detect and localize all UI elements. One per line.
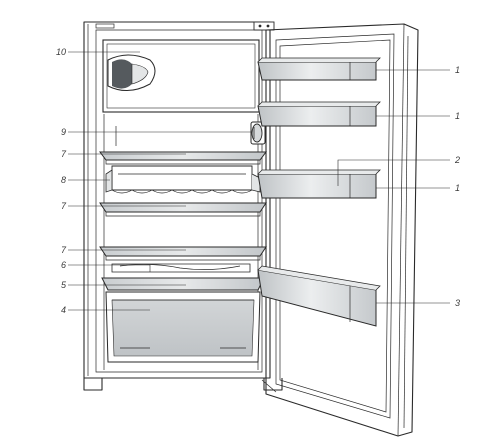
- thermostat-knob: [250, 121, 266, 145]
- callout-6: 6: [61, 260, 66, 270]
- callout-1-bottom: 1: [455, 183, 460, 193]
- glass-shelf: [99, 246, 267, 261]
- callout-1-middle: 1: [455, 111, 460, 121]
- door-shelf: [257, 169, 381, 199]
- callout-labels: 10 9 7 8 7 7 6 5 4 1 1 2 1 3: [56, 47, 460, 315]
- callout-9: 9: [61, 127, 66, 137]
- storage-tray: [105, 165, 261, 194]
- callout-7-middle: 7: [61, 201, 67, 211]
- glass-shelf: [99, 202, 267, 217]
- cabinet: [83, 21, 283, 391]
- callout-10: 10: [56, 47, 66, 57]
- door-shelf: [257, 57, 381, 81]
- crisper-drawer: [105, 291, 261, 363]
- bottle-rack: [111, 263, 251, 273]
- crisper-cover-shelf: [101, 277, 265, 291]
- callout-7-bottom: 7: [61, 245, 67, 255]
- open-door: [261, 23, 419, 437]
- callout-8: 8: [61, 175, 66, 185]
- callout-3: 3: [455, 298, 460, 308]
- freezer-door-handle: [107, 54, 156, 91]
- callout-1-top: 1: [455, 65, 460, 75]
- leader-lines: [68, 51, 450, 311]
- callout-4: 4: [61, 305, 66, 315]
- callout-7-top: 7: [61, 149, 67, 159]
- callout-2: 2: [454, 155, 460, 165]
- freezer-compartment: [102, 39, 260, 113]
- callout-5: 5: [61, 280, 67, 290]
- bottle-door-shelf: [257, 265, 381, 327]
- door-shelf: [257, 101, 381, 127]
